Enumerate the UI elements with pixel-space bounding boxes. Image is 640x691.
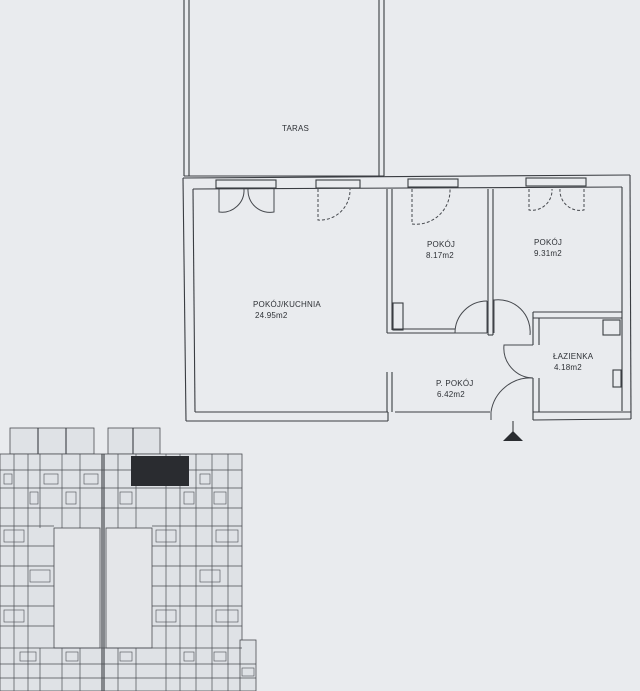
bathroom-area: 4.18m2 [554,363,582,372]
living-kitchen-label: POKÓJ/KUCHNIA [253,300,321,309]
room-labels: TARAS POKÓJ/KUCHNIA 24.95m2 POKÓJ 8.17m2… [253,124,594,399]
doors [218,188,585,420]
hallway-label: P. POKÓJ [436,379,473,388]
living-kitchen-area: 24.95m2 [255,311,288,320]
bathroom-label: ŁAZIENKA [553,352,594,361]
bedroom1-label: POKÓJ [427,240,455,249]
highlighted-apartment [131,456,189,486]
hallway-area: 6.42m2 [437,390,465,399]
bedroom2-area: 9.31m2 [534,249,562,258]
bedroom1-area: 8.17m2 [426,251,454,260]
terrace [183,0,385,177]
apartment-walls [182,174,632,422]
terrace-label: TARAS [282,124,309,133]
bedroom2-label: POKÓJ [534,238,562,247]
windows [215,177,587,189]
building-key-plan [0,427,257,691]
entrance-arrow-icon [503,421,523,441]
